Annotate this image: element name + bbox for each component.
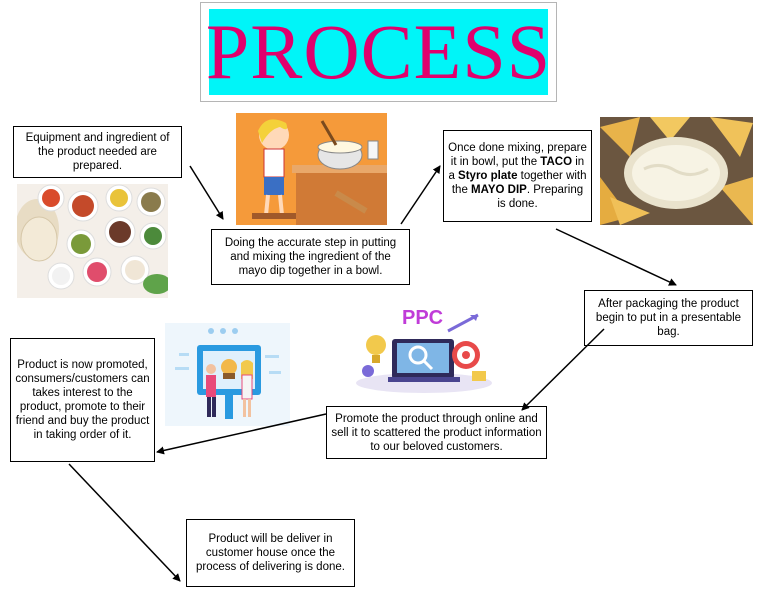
ingredients-image xyxy=(17,184,168,298)
step-box-7: Product will be deliver in customer hous… xyxy=(186,519,355,587)
step-3-text: Once done mixing, prepare it in bowl, pu… xyxy=(448,142,587,210)
arrow-4-to-5 xyxy=(521,328,605,411)
step-6-text: Product is now promoted, consumers/custo… xyxy=(15,359,150,441)
ppc-label: PPC xyxy=(402,307,444,329)
billboard-customers-image xyxy=(165,323,290,426)
step-box-2: Doing the accurate step in putting and m… xyxy=(211,229,410,285)
step-4-text: After packaging the product begin to put… xyxy=(595,298,742,338)
step-box-6: Product is now promoted, consumers/custo… xyxy=(10,338,155,462)
taco-mayo-dip-image xyxy=(600,117,753,225)
arrow-3-to-4 xyxy=(555,228,677,286)
step-box-5: Promote the product through online and s… xyxy=(326,406,547,459)
step-7-text: Product will be deliver in customer hous… xyxy=(196,533,345,573)
page-title: PROCESS xyxy=(205,8,552,95)
step-1-text: Equipment and ingredient of the product … xyxy=(25,132,170,172)
title-banner: PROCESS xyxy=(205,8,552,95)
title-frame: PROCESS xyxy=(200,2,557,102)
arrow-1-to-2 xyxy=(189,165,224,220)
step-box-1: Equipment and ingredient of the product … xyxy=(13,126,182,178)
arrow-2-to-3 xyxy=(400,165,441,225)
arrow-5-to-6 xyxy=(156,413,327,455)
ppc-marketing-image: PPC xyxy=(352,305,497,395)
step-box-4: After packaging the product begin to put… xyxy=(584,290,753,346)
mixing-cartoon-image xyxy=(236,113,387,225)
step-5-text: Promote the product through online and s… xyxy=(331,412,542,453)
step-2-text: Doing the accurate step in putting and m… xyxy=(224,237,397,277)
arrow-6-to-7 xyxy=(68,463,181,582)
step-box-3: Once done mixing, prepare it in bowl, pu… xyxy=(443,130,592,222)
